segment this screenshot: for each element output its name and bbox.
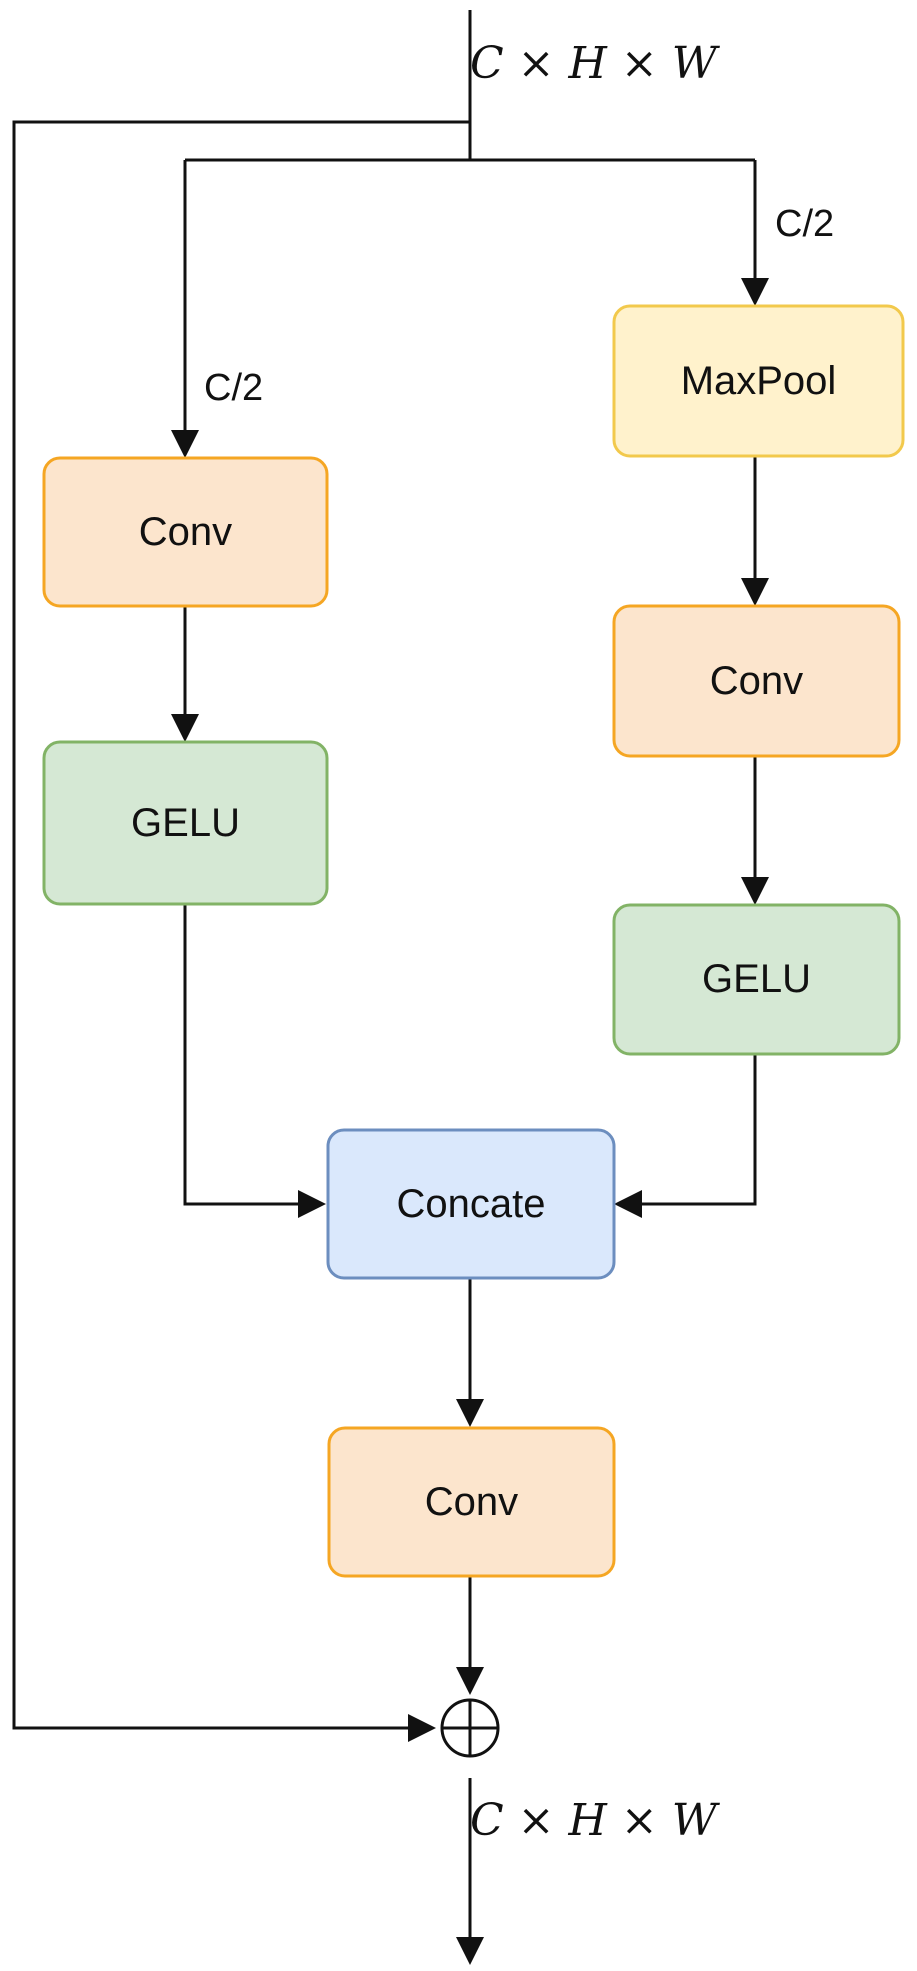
- skip-connection-line: [12, 120, 470, 1730]
- arrowhead: [298, 1190, 326, 1218]
- arrowhead: [741, 877, 769, 905]
- concat-label: Concate: [397, 1182, 546, 1226]
- arrowheads: [171, 278, 769, 1965]
- maxpool-box: MaxPool: [612, 304, 905, 458]
- arrowhead: [456, 1667, 484, 1695]
- maxpool-label: MaxPool: [681, 359, 837, 403]
- connectors: [12, 10, 757, 1950]
- output-dimension-label: C × H × W: [470, 1795, 721, 1846]
- arrowhead: [741, 278, 769, 306]
- left-gelu-to-concat-line: [183, 904, 310, 1206]
- left-conv-box: Conv: [42, 456, 329, 608]
- add-symbol: [440, 1698, 500, 1758]
- input-dimension-label: C × H × W: [470, 38, 721, 89]
- left-conv-label: Conv: [139, 510, 232, 554]
- arrowhead: [456, 1937, 484, 1965]
- right-gelu-box: GELU: [612, 903, 901, 1056]
- final-conv-label: Conv: [425, 1480, 518, 1524]
- right-conv-box: Conv: [612, 604, 901, 758]
- arrowhead: [171, 714, 199, 742]
- right-gelu-to-concat-line: [630, 1054, 757, 1206]
- right-split-label: C/2: [775, 203, 834, 245]
- concat-box: Concate: [326, 1128, 616, 1280]
- left-split-label: C/2: [204, 367, 263, 409]
- left-gelu-label: GELU: [131, 801, 240, 845]
- left-gelu-box: GELU: [42, 740, 329, 906]
- arrowhead: [741, 578, 769, 606]
- right-conv-label: Conv: [710, 659, 803, 703]
- arrowhead: [456, 1399, 484, 1427]
- right-gelu-label: GELU: [702, 957, 811, 1001]
- arrowhead: [614, 1190, 642, 1218]
- final-conv-box: Conv: [327, 1426, 616, 1578]
- arrowhead: [171, 430, 199, 458]
- arrowhead: [408, 1714, 436, 1742]
